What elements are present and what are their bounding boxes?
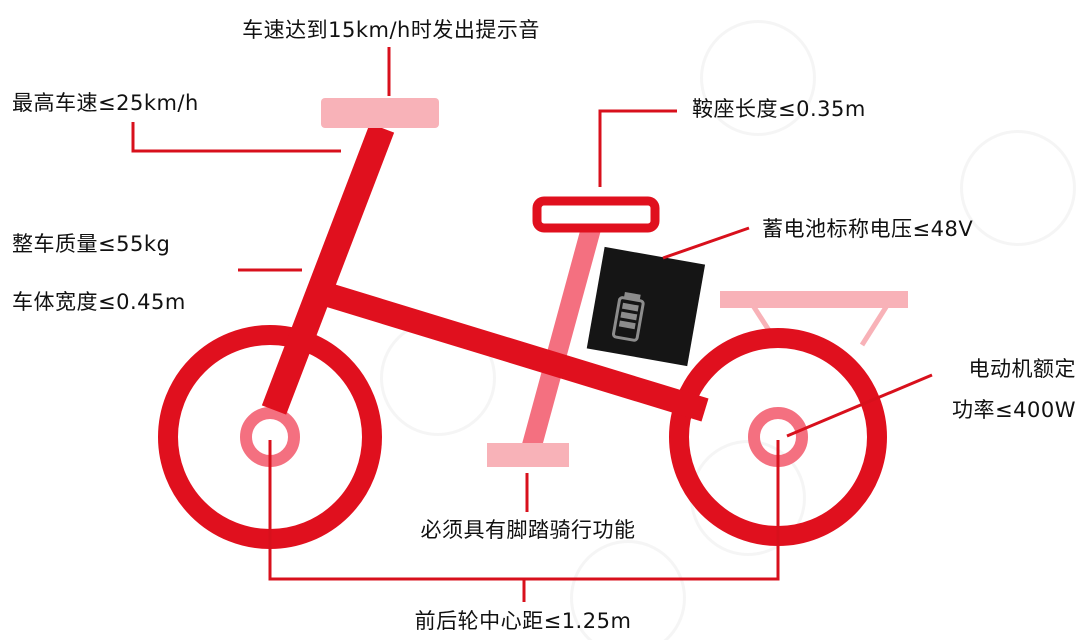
label-body-width: 车体宽度≤0.45m [12, 290, 186, 314]
fork-steerer [261, 123, 395, 415]
label-saddle-length: 鞍座长度≤0.35m [692, 97, 866, 121]
pedal [487, 443, 569, 467]
seat-tube [518, 222, 602, 463]
battery [586, 246, 706, 367]
battery-icon [611, 291, 645, 342]
label-motor-power-line2: 功率≤400W [952, 398, 1076, 422]
down-tube [318, 281, 709, 422]
label-motor-power-line1: 电动机额定 [968, 357, 1076, 381]
saddle [532, 196, 660, 233]
label-max-speed: 最高车速≤25km/h [12, 91, 199, 115]
label-total-weight: 整车质量≤55kg [12, 232, 171, 256]
callout-lines [131, 47, 933, 602]
label-speed-alert: 车速达到15km/h时发出提示音 [242, 18, 540, 42]
handlebar [321, 98, 439, 128]
label-battery-voltage: 蓄电池标称电压≤48V [762, 217, 974, 241]
label-pedal-function: 必须具有脚踏骑行功能 [420, 518, 636, 542]
label-wheelbase: 前后轮中心距≤1.25m [414, 609, 632, 633]
rear-rack [720, 291, 908, 347]
